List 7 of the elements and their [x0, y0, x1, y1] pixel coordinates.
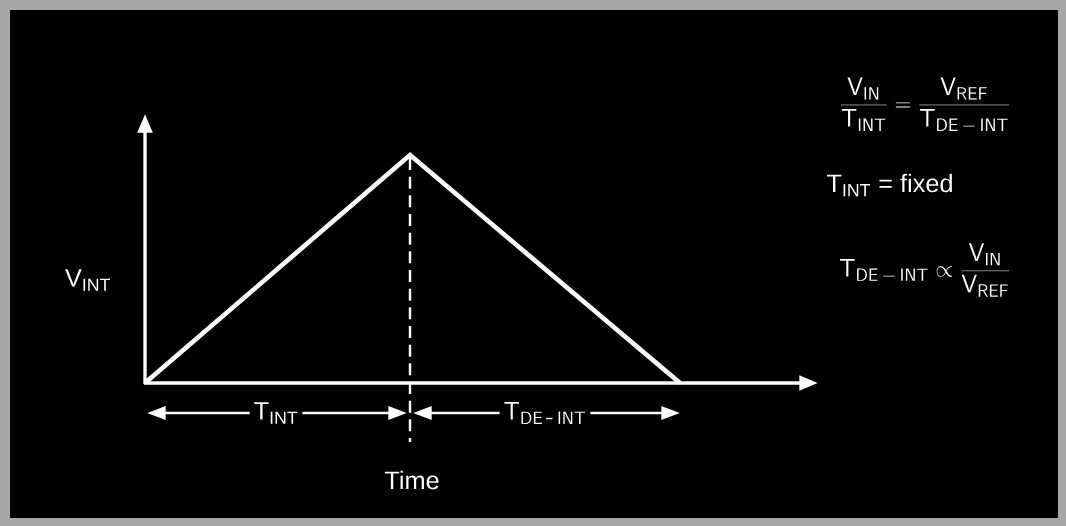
dimension-label: $\mathsf{T_{DE\,\textsf{-}\,INT}}$	[499, 398, 591, 428]
axis-label: V$_{INT}$	[65, 269, 110, 291]
formula-text: T$_{INT}$ = fixed	[827, 173, 952, 197]
formula: $\frac{\mathsf{V_{IN}}}{\mathsf{T_{INT}}} = \frac{\mathsf{V_{REF}}}{\mathsf{T_{DE\,-\,INT}}}$	[841, 77, 1009, 131]
formula: $\mathsf{T_{DE\,-\,INT}} \propto \frac{\mathsf{V_{IN}}}{\mathsf{V_{REF}}}$	[840, 243, 1010, 297]
dimension-label: T$_{INT}$	[249, 398, 303, 428]
axis-label: Time	[384, 470, 439, 490]
